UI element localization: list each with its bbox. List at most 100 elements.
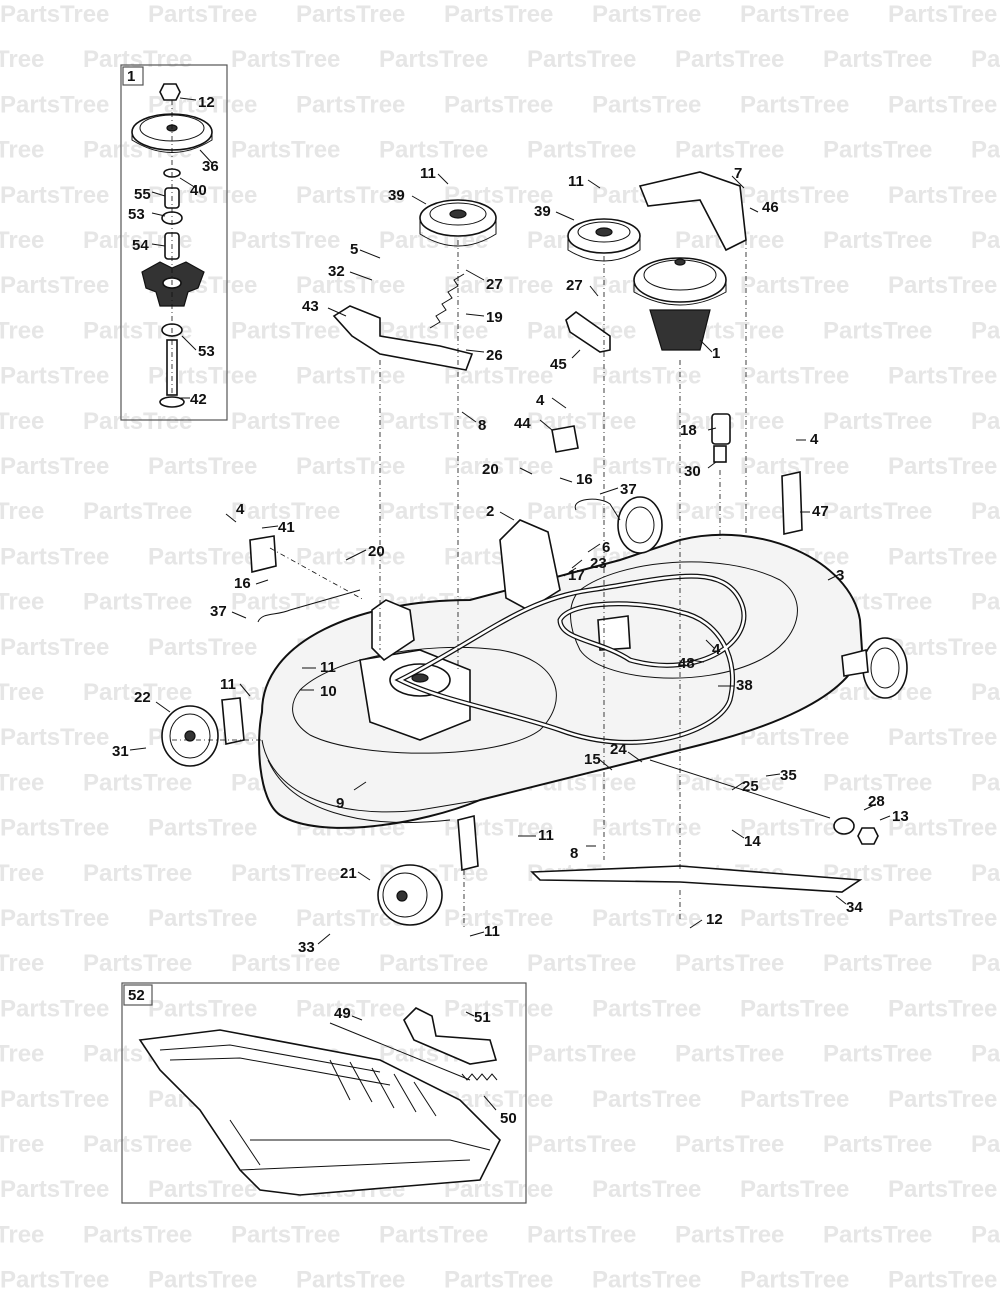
callout-number-55: 55 [134, 186, 151, 203]
watermark-text: PartsTree [231, 860, 340, 887]
callout-number-10: 10 [320, 683, 337, 700]
watermark-text: PartsTree [740, 815, 849, 842]
callout-number-37: 37 [210, 603, 227, 620]
callout-number-48: 48 [678, 655, 695, 672]
watermark-text: PartsTree [888, 1267, 997, 1294]
watermark-text: PartsTree [0, 182, 109, 209]
watermark-text: PartsTree [83, 498, 192, 525]
watermark-text: PartsTree [83, 679, 192, 706]
watermark-text: PartsTree [823, 498, 932, 525]
callout-number-1: 1 [712, 345, 720, 362]
watermark-text: PartsTree [592, 1267, 701, 1294]
watermark-text: PartsTree [231, 408, 340, 435]
watermark-text: PartsTree [444, 272, 553, 299]
watermark-text: PartsTree [740, 272, 849, 299]
watermark-text: PartsTree [740, 363, 849, 390]
watermark-text: PartsTree [148, 1267, 257, 1294]
watermark-text: PartsTree [823, 317, 932, 344]
watermark-text: PartsTree [823, 950, 932, 977]
mower-deck [161, 171, 908, 926]
watermark-text: PartsTree [888, 1176, 997, 1203]
watermark-text: PartsTree [823, 1041, 932, 1068]
callout-number-21: 21 [340, 865, 357, 882]
callout-number-26: 26 [486, 347, 503, 364]
watermark-text: PartsTree [444, 1, 553, 28]
inset-box-deflector: 52 [121, 982, 527, 1204]
deck-wheel-right-part [862, 637, 908, 699]
watermark-text: PartsTree [0, 860, 44, 887]
callout-number-23: 23 [590, 555, 607, 572]
watermark-text: PartsTree [0, 769, 44, 796]
watermark-text: PartsTree [0, 950, 44, 977]
watermark-text: PartsTree [888, 91, 997, 118]
watermark-text: PartsTree [0, 453, 109, 480]
watermark-text: PartsTree [379, 950, 488, 977]
callout-number-35: 35 [780, 767, 797, 784]
callout-number-32: 32 [328, 263, 345, 280]
callout-number-11: 11 [420, 165, 436, 182]
watermark-text: PartsTree [675, 46, 784, 73]
watermark-text: PartsTree [971, 1131, 1000, 1158]
callout-number-44: 44 [514, 415, 531, 432]
watermark-text: PartsTree [83, 589, 192, 616]
idler-arm-part [332, 305, 474, 371]
callout-number-5: 5 [350, 241, 358, 258]
mower-blade-part [530, 865, 863, 893]
watermark-text: PartsTree [0, 137, 44, 164]
watermark-text: PartsTree [527, 1041, 636, 1068]
watermark-text: PartsTree [0, 589, 44, 616]
watermark-text: PartsTree [971, 860, 1000, 887]
callout-number-47: 47 [812, 503, 829, 520]
watermark-text: PartsTree [527, 137, 636, 164]
watermark-text: PartsTree [231, 498, 340, 525]
watermark-text: PartsTree [592, 1, 701, 28]
callout-number-6: 6 [602, 539, 610, 556]
watermark-text: PartsTree [444, 905, 553, 932]
watermark-text: PartsTree [971, 46, 1000, 73]
watermark-text: PartsTree [148, 815, 257, 842]
watermark-text: PartsTree [0, 46, 44, 73]
watermark-text: PartsTree [971, 769, 1000, 796]
watermark-text: PartsTree [527, 950, 636, 977]
watermark-text: PartsTree [296, 91, 405, 118]
watermark-text: PartsTree [0, 634, 109, 661]
watermark-text: PartsTree [888, 815, 997, 842]
callout-number-33: 33 [298, 939, 315, 956]
watermark-text: PartsTree [823, 769, 932, 796]
watermark-text: PartsTree [888, 543, 997, 570]
watermark-text: PartsTree [296, 1, 405, 28]
watermark-text: PartsTree [971, 1221, 1000, 1248]
watermark-text: PartsTree [740, 1176, 849, 1203]
inset-box-spindle: 1 [120, 64, 228, 421]
watermark-text: PartsTree [148, 453, 257, 480]
watermark-text: PartsTree [527, 1221, 636, 1248]
deflector-bracket-part [403, 1007, 498, 1065]
watermark-text: PartsTree [740, 1267, 849, 1294]
watermark-text: PartsTree [888, 182, 997, 209]
callout-number-20: 20 [482, 461, 499, 478]
callout-number-27: 27 [566, 277, 583, 294]
watermark-text: PartsTree [148, 543, 257, 570]
watermark-text: PartsTree [0, 543, 109, 570]
watermark-text: PartsTree [971, 408, 1000, 435]
watermark-text: PartsTree [888, 453, 997, 480]
callout-number-11: 11 [484, 923, 500, 940]
watermark-text: PartsTree [83, 860, 192, 887]
watermark-text: PartsTree [296, 995, 405, 1022]
callout-number-39: 39 [534, 203, 551, 220]
watermark-text: PartsTree [527, 1131, 636, 1158]
watermark-text: PartsTree [592, 995, 701, 1022]
callout-number-12: 12 [706, 911, 723, 928]
callout-layer: 1236405553545342113927532194326811392745… [112, 94, 909, 1127]
callout-number-39: 39 [388, 187, 405, 204]
watermark-text: PartsTree [823, 137, 932, 164]
callout-number-8: 8 [478, 417, 486, 434]
callout-number-11: 11 [538, 827, 554, 844]
watermark-text: PartsTree [444, 995, 553, 1022]
watermark-text: PartsTree [83, 1221, 192, 1248]
watermark-text: PartsTree [971, 950, 1000, 977]
watermark-text: PartsTree [148, 1, 257, 28]
watermark-text: PartsTree [231, 950, 340, 977]
callout-number-7: 7 [734, 165, 742, 182]
